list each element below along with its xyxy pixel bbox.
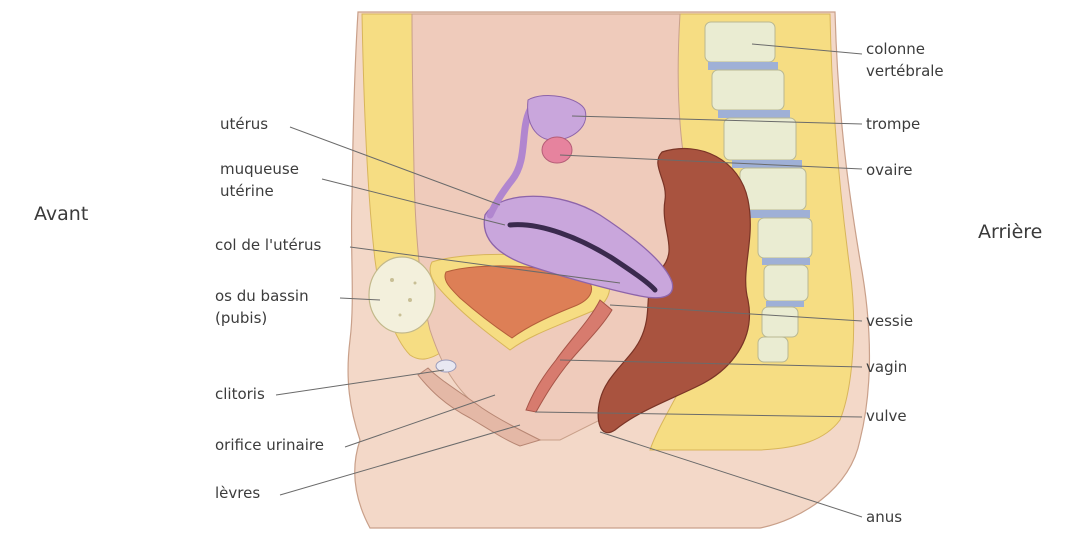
back-side-label: Arrière [978, 221, 1042, 243]
label-vagina: vagin [866, 358, 907, 377]
label-tube: trompe [866, 115, 920, 134]
label-anus: anus [866, 508, 902, 527]
label-urinary-orifice: orifice urinaire [215, 436, 324, 455]
label-pelvic-bone-line1: os du bassin [215, 287, 309, 306]
label-ovary: ovaire [866, 161, 912, 180]
label-mucosa-line1: muqueuse [220, 160, 299, 179]
label-mucosa-line2: utérine [220, 182, 274, 201]
label-uterus: utérus [220, 115, 268, 134]
ovary [542, 137, 572, 163]
pubic-bone [369, 257, 435, 333]
label-vulva: vulve [866, 407, 907, 426]
label-spine-line2: vertébrale [866, 62, 944, 81]
label-bladder: vessie [866, 312, 913, 331]
front-side-label: Avant [34, 203, 88, 225]
label-clitoris: clitoris [215, 385, 265, 404]
clitoris-shape [436, 360, 456, 372]
label-labia: lèvres [215, 484, 260, 503]
label-pelvic-bone-line2: (pubis) [215, 309, 267, 328]
label-cervix: col de l'utérus [215, 236, 321, 255]
label-spine-line1: colonne [866, 40, 925, 59]
